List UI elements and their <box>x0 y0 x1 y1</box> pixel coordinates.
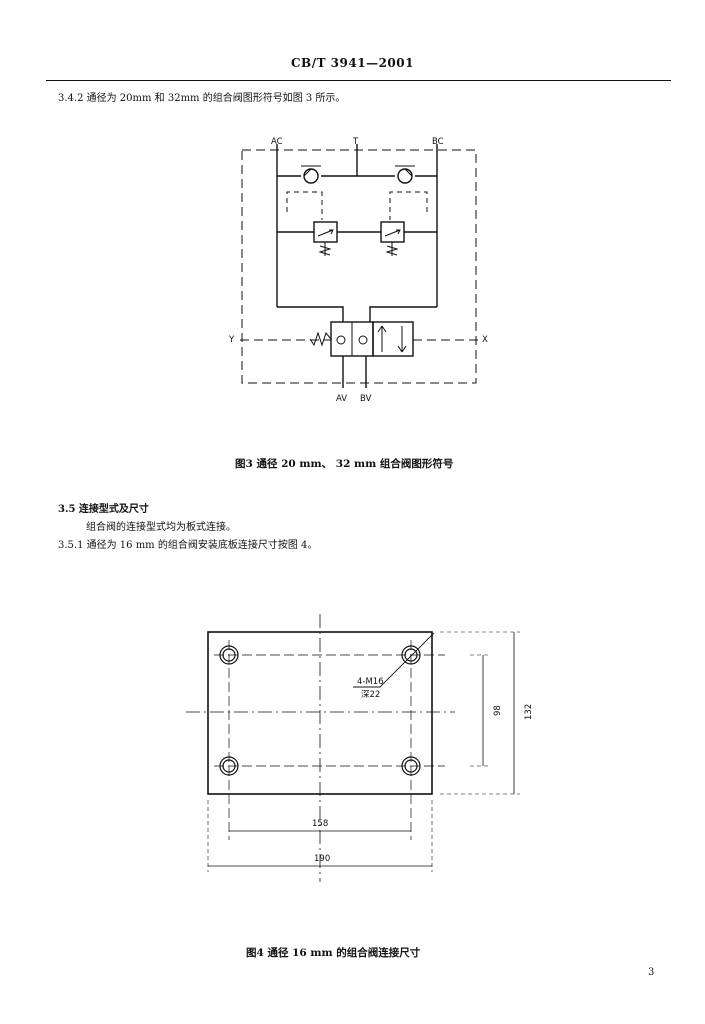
fig3-bottom-left <box>277 306 344 322</box>
fig4-hole <box>219 756 239 776</box>
fig3-label-av: AV <box>336 394 347 404</box>
fig3-spring <box>309 331 332 347</box>
standard-code-header: CB/T 3941—2001 <box>291 56 414 70</box>
fig4-thread-label: 4-M16 <box>357 677 384 687</box>
fig4-dim-190: 190 <box>314 854 330 864</box>
fig4-hole <box>219 645 239 665</box>
fig3-label-ac: AC <box>271 137 283 147</box>
fig3-check-valve-right <box>397 168 413 184</box>
figure-4-caption: 图4 通径 16 mm 的组合阀连接尺寸 <box>246 947 421 959</box>
fig3-label-x: X <box>482 335 488 345</box>
fig4-dim-132: 132 <box>524 704 534 720</box>
figure-3-caption: 图3 通径 20 mm、 32 mm 组合阀图形符号 <box>235 458 454 470</box>
fig3-pilot-left <box>286 191 323 220</box>
fig3-directional-valve-right <box>372 321 414 357</box>
fig4-dim-158: 158 <box>312 819 328 829</box>
fig3-relief-valve-right <box>380 221 405 243</box>
fig3-check-valve-left <box>303 168 319 184</box>
fig4-dim-98: 98 <box>493 705 503 716</box>
section-3-5-text: 组合阀的连接型式均为板式连接。 <box>86 522 236 533</box>
fig4-hole <box>401 645 421 665</box>
header-rule <box>46 80 671 81</box>
section-3-4-2-text: 3.4.2 通径为 20mm 和 32mm 的组合阀图形符号如图 3 所示。 <box>58 93 346 104</box>
fig4-leader <box>353 632 435 688</box>
fig3-pilot-right <box>389 191 428 220</box>
fig3-boundary <box>241 149 477 384</box>
page-number: 3 <box>648 967 655 978</box>
fig3-label-bv: BV <box>360 394 372 404</box>
fig3-bottom-right <box>369 306 437 322</box>
fig3-label-bc: BC <box>432 137 444 147</box>
fig3-label-y: Y <box>228 335 235 345</box>
section-3-5-heading: 3.5 连接型式及尺寸 <box>58 504 149 515</box>
section-3-5-1-text: 3.5.1 通径为 16 mm 的组合阀安装底板连接尺寸按图 4。 <box>58 540 318 551</box>
fig3-relief-valve-left <box>313 221 338 243</box>
fig4-hole <box>401 756 421 776</box>
fig3-label-t: T <box>352 137 359 147</box>
fig4-depth-label: 深22 <box>361 690 380 700</box>
